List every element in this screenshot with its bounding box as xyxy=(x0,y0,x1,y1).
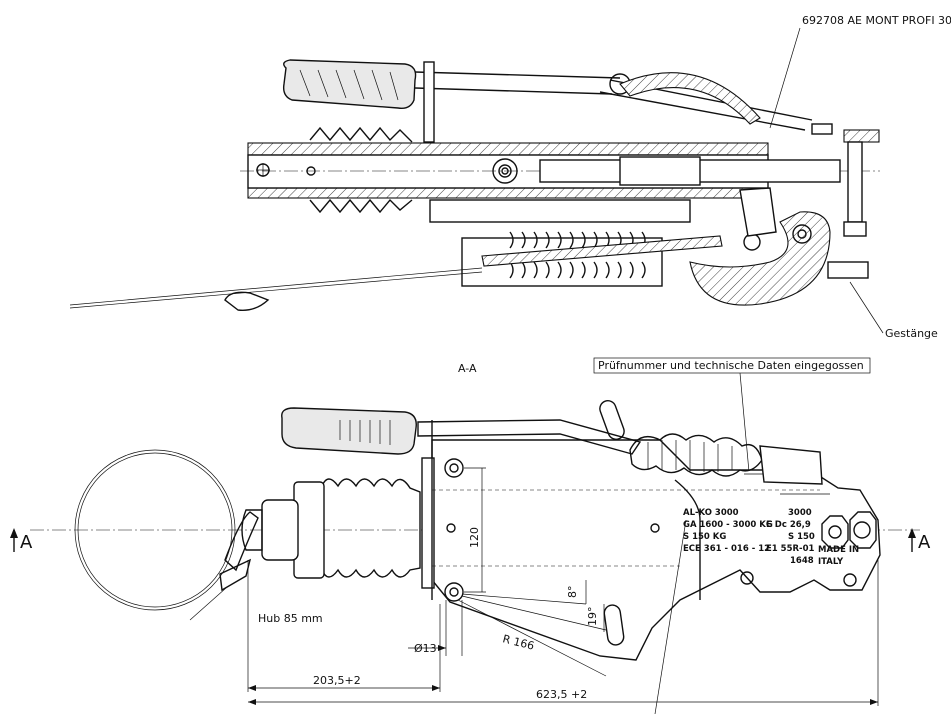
section-marker-left: A xyxy=(10,528,33,553)
svg-text:203,5+2: 203,5+2 xyxy=(313,674,361,687)
dim-120: 120 xyxy=(464,467,486,593)
part-number-label: 692708 AE MONT PROFI 30 xyxy=(802,14,951,27)
svg-text:8°: 8° xyxy=(566,586,579,599)
section-view: 692708 AE MONT PROFI 30 xyxy=(69,14,951,375)
cast-note-label: Prüfnummer und technische Daten eingegos… xyxy=(598,359,864,372)
side-hand-lever xyxy=(281,407,642,600)
lower-slot xyxy=(603,604,625,646)
dim-length-203: 203,5+2 xyxy=(247,560,441,692)
section-bellows xyxy=(309,126,413,214)
side-view: Prüfnummer und technische Daten eingegos… xyxy=(10,357,931,715)
svg-text:Ø13: Ø13 xyxy=(414,642,437,655)
svg-text:R 166: R 166 xyxy=(501,632,535,652)
plate-line-4: ECE 361 - 016 - 12 xyxy=(683,544,770,554)
part-number-leader xyxy=(769,27,801,129)
plate-made-1: MADE IN xyxy=(818,545,859,555)
plate-right-5: 1648 xyxy=(790,556,814,566)
upper-slot xyxy=(599,400,625,440)
cast-note-box xyxy=(593,357,871,374)
section-cable xyxy=(69,267,483,311)
svg-text:623,5 +2: 623,5 +2 xyxy=(536,688,587,701)
dim-dia-13: Ø13 xyxy=(408,600,463,656)
cam-lever xyxy=(689,211,831,306)
svg-text:A: A xyxy=(918,532,931,553)
type-plate: AL-KO 3000 GA 1600 - 3000 KG S 150 KG EC… xyxy=(683,508,859,567)
piston-bolt xyxy=(492,158,518,184)
plate-made-2: ITALY xyxy=(818,557,844,567)
plate-line-1: AL-KO 3000 xyxy=(683,508,739,518)
svg-text:19°: 19° xyxy=(586,607,599,627)
section-title: A-A xyxy=(458,362,477,375)
cable-loop xyxy=(74,449,259,621)
section-marker-right: A xyxy=(908,528,931,553)
section-gaiter xyxy=(619,72,761,125)
dim-angle-19: 19° xyxy=(461,595,607,632)
plate-right-2: E Dc 26,9 xyxy=(766,520,811,530)
linkage-label: Gestänge xyxy=(885,327,938,340)
side-bellows xyxy=(241,478,421,579)
svg-text:120: 120 xyxy=(468,527,481,548)
plate-line-2: GA 1600 - 3000 KG xyxy=(683,520,773,530)
stroke-label: Hub 85 mm xyxy=(258,612,323,625)
spring-package xyxy=(429,199,723,287)
coupling-nuts xyxy=(740,511,877,587)
plate-right-3: S 150 xyxy=(788,532,815,542)
plate-right-4: E1 55R-01 xyxy=(766,544,814,554)
plate-right-1: 3000 xyxy=(788,508,812,518)
piston-rod xyxy=(492,156,841,186)
flange-plate xyxy=(421,457,435,589)
dim-length-623: 623,5 +2 xyxy=(248,519,879,715)
coupling-end xyxy=(811,123,880,279)
dim-angle-8: 8° xyxy=(461,580,587,605)
plate-line-3: S 150 KG xyxy=(683,532,726,542)
svg-text:A: A xyxy=(20,532,33,553)
linkage-leader xyxy=(849,281,884,334)
